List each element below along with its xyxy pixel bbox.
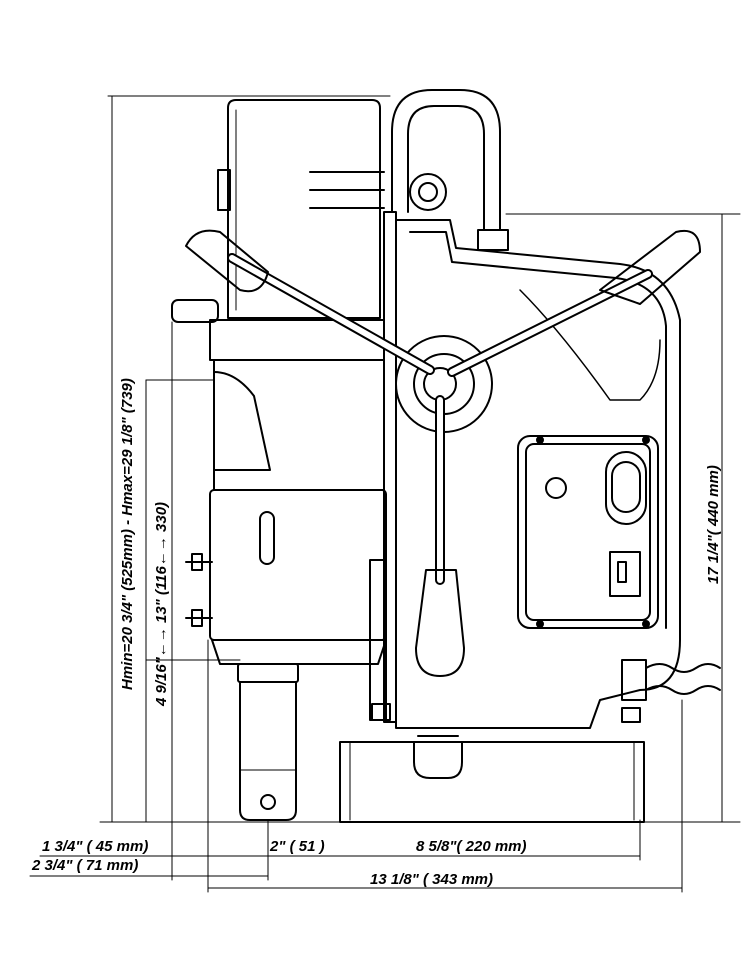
base-length-label: 8 5/8"( 220 mm) (416, 838, 527, 855)
arbor (237, 663, 299, 821)
gearbox-body (185, 359, 387, 665)
height-range-label: Hmin=20 3/4" (525mm) - Hmax=29 1/8" (739… (119, 378, 136, 690)
carry-handle (391, 89, 509, 251)
dimension-labels: Hmin=20 3/4" (525mm) - Hmax=29 1/8" (739… (31, 378, 722, 888)
offset-outer-label: 2 3/4" ( 71 mm) (31, 857, 138, 874)
dimension-lines (29, 95, 741, 893)
base-height-label: 17 1/4"( 440 mm) (705, 465, 722, 584)
offset-inner-label: 1 3/4" ( 45 mm) (42, 838, 148, 855)
stroke-range-label: 4 9/16"←→ 13" (116←→ 330) (153, 502, 170, 707)
arbor-diameter-label: 2" ( 51 ) (269, 838, 325, 855)
magnetic-base (339, 707, 645, 823)
power-cable (621, 659, 721, 701)
slide-column (369, 211, 397, 723)
feed-handles (185, 229, 701, 677)
overall-length-label: 13 1/8" ( 343 mm) (370, 871, 493, 888)
main-frame (395, 219, 681, 729)
control-box (517, 435, 659, 629)
